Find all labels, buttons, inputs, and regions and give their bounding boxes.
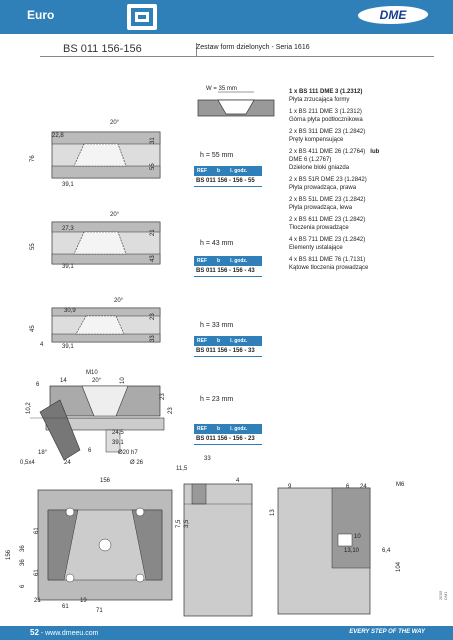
dim-55: 55 xyxy=(30,243,36,250)
dme-logo: DME xyxy=(355,6,431,24)
dim-30-9: 30,9 xyxy=(64,308,76,314)
dim-55: 55 xyxy=(150,163,156,170)
dim-36b: 36 xyxy=(20,559,26,566)
dim-61c: 61 xyxy=(62,604,69,610)
dim-4: 4 xyxy=(40,342,44,348)
dim-27-3: 27,3 xyxy=(62,226,74,232)
dim-6c: 6 xyxy=(20,584,26,588)
part-item: 4 x BS 811 DME 76 (1.7131)Kątowe tłoczen… xyxy=(289,257,369,271)
dim-21: 21 xyxy=(34,598,41,604)
w-label: W = 35 mm xyxy=(206,86,237,92)
dim-24: 24 xyxy=(64,460,71,466)
dim-10: 10 xyxy=(120,377,126,384)
part-item: 1 x BS 111 DME 3 (1.2312)Płyta zrzucając… xyxy=(289,89,363,103)
dim-61a: 61 xyxy=(34,527,40,534)
product-code: BS 011 156-156 xyxy=(63,43,142,55)
dim-156-side: 156 xyxy=(6,549,12,560)
dim-m6: M6 xyxy=(396,482,405,488)
dim-24b: 24 xyxy=(360,484,367,490)
section-label: Euro xyxy=(27,8,55,22)
parts-list: 1 x BS 111 DME 3 (1.2312)Płyta zrzucając… xyxy=(289,88,429,272)
dim-23a: 23 xyxy=(160,393,166,400)
dim-0-5x4: 0,5x4 xyxy=(20,460,35,466)
part-item: 2 x BS 51L DME 23 (1.2842)Płyta prowadzą… xyxy=(289,197,366,211)
dim-33: 33 xyxy=(150,335,156,342)
page-footer: 52 - www.dmeeu.com EVERY STEP OF THE WAY xyxy=(0,626,453,640)
dim-11-5: 11,5 xyxy=(176,466,188,472)
ref-code-55: BS 011 156 - 156 - 55 xyxy=(194,176,262,187)
dim-10-2: 10,2 xyxy=(26,402,32,414)
title-rule xyxy=(40,56,434,57)
dim-14: 14 xyxy=(60,378,67,384)
mold-set-icon xyxy=(127,4,157,30)
dim-19: 19 xyxy=(80,598,87,604)
dim-9: 9 xyxy=(288,484,292,490)
dim-33: 33 xyxy=(204,456,211,462)
dim-3-5: 3,5 xyxy=(184,519,190,528)
dim-13: 13 xyxy=(270,509,276,516)
dim-22-8: 22,8 xyxy=(52,133,64,139)
dim-39-1: 39,1 xyxy=(62,344,74,350)
dim-6b: 6 xyxy=(36,382,40,388)
dim-6d: 6 xyxy=(346,484,350,490)
h-label-55: h = 55 mm xyxy=(200,152,234,159)
ref-code-43: BS 011 156 - 156 - 43 xyxy=(194,266,262,277)
footer-url[interactable]: - www.dmeeu.com xyxy=(38,630,99,637)
title-divider xyxy=(196,43,197,57)
dim-10b: 10 xyxy=(354,534,361,540)
part-item: 1 x BS 211 DME 3 (1.2312)Górna płyta pod… xyxy=(289,109,363,123)
footer-slogan: EVERY STEP OF THE WAY xyxy=(349,629,425,635)
dim-angle: 20° xyxy=(92,378,102,384)
dim-39-1: 39,1 xyxy=(62,182,74,188)
dim-21: 21 xyxy=(150,229,156,236)
dim-4b: 4 xyxy=(236,478,240,484)
dim-71: 71 xyxy=(96,608,103,614)
part-item: 2 x BS 311 DME 23 (1.2842)Pręty kompensu… xyxy=(289,129,366,143)
dim-23b: 23 xyxy=(168,407,174,414)
h-label-23: h = 23 mm xyxy=(200,396,234,403)
ref-code-23: BS 011 156 - 156 - 23 xyxy=(194,434,262,445)
doc-code: 2E05 DM1 xyxy=(438,590,448,600)
dim-36a: 36 xyxy=(20,545,26,552)
dim-45: 45 xyxy=(30,325,36,332)
dim-23: 23 xyxy=(150,313,156,320)
part-item: 2 x BS 611 DME 23 (1.2842)Tłoczenia prow… xyxy=(289,217,366,231)
dim-31: 31 xyxy=(150,137,156,144)
dim-39-1: 39,1 xyxy=(112,440,124,446)
dim-43: 43 xyxy=(150,255,156,262)
page-header: Euro DME xyxy=(0,0,453,34)
dim-angle: 20° xyxy=(110,120,120,126)
dim-d26: Ø 26 xyxy=(130,460,144,466)
dim-7-5: 7,5 xyxy=(176,519,182,528)
ref-code-33: BS 011 156 - 156 - 33 xyxy=(194,346,262,357)
part-item: 4 x BS 711 DME 23 (1.2842)Elementy ustal… xyxy=(289,237,366,251)
dim-76: 76 xyxy=(30,155,36,162)
dim-m10: M10 xyxy=(86,370,98,376)
h-label-43: h = 43 mm xyxy=(200,240,234,247)
dim-d20: Ø20 h7 xyxy=(118,450,138,456)
dim-6: 6 xyxy=(88,448,92,454)
part-item: 2 x BS 51R DME 23 (1.2842)Płyta prowadzą… xyxy=(289,177,367,191)
dim-156-top: 156 xyxy=(100,478,111,484)
dim-13-10: 13,10 xyxy=(344,548,360,554)
dim-angle: 20° xyxy=(110,212,120,218)
dim-6-4: 6,4 xyxy=(382,548,391,554)
product-subtitle: Zestaw form dzielonych - Seria 1616 xyxy=(196,44,310,51)
dim-18deg: 18° xyxy=(38,450,48,456)
page-number: 52 - www.dmeeu.com xyxy=(30,628,99,637)
dim-24-5: 24,5 xyxy=(112,430,124,436)
h-label-33: h = 33 mm xyxy=(200,322,234,329)
dim-61b: 61 xyxy=(34,569,40,576)
dim-39-1: 39,1 xyxy=(62,264,74,270)
dim-104: 104 xyxy=(396,561,402,572)
dim-angle: 20° xyxy=(114,298,124,304)
